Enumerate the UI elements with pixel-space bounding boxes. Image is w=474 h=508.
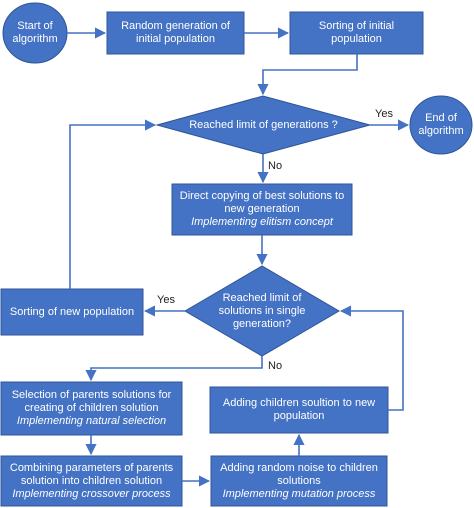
random-generation-label: Random generation of initial population [121, 20, 230, 45]
selection-box [0, 381, 183, 436]
solutions-limit-decision [184, 265, 340, 357]
sort-new-population-label: Sorting of new population [9, 305, 135, 318]
mutation-note: Implementing mutation process [222, 487, 376, 500]
sort-new-population-box [0, 288, 144, 336]
direct-copy-box [171, 183, 353, 236]
solutions-limit-label: Reached limit of solutions in single gen… [218, 291, 306, 330]
arrow-sort-to-decision [257, 54, 358, 96]
end-label: End of algorithm [418, 112, 464, 137]
arrow-decision-to-selection [85, 356, 263, 382]
yes-end-label: Yes [375, 108, 393, 120]
adding-children-box [209, 386, 389, 434]
random-generation-box [106, 11, 245, 55]
no-select-label: No [268, 360, 283, 372]
elitism-note: Implementing elitism concept [191, 216, 333, 228]
no-copy-label: No [268, 160, 283, 172]
sorting-initial-box [289, 11, 424, 55]
random-noise-label: Adding random noise to children solution… [220, 461, 378, 500]
crossover-note: Implementing crossover process [12, 487, 171, 500]
start-label: Start of algorithm [12, 20, 58, 45]
natural-selection-note: Implementing natural selection [16, 415, 167, 427]
arrow-sort-new-to-generation-decision [69, 119, 157, 289]
end-terminal [409, 95, 473, 155]
combining-box [0, 455, 183, 507]
direct-copy-label: Direct copying of best solutions to new … [179, 190, 345, 228]
yes-sort-label: Yes [157, 294, 175, 306]
adding-children-label: Adding children soultion to new populati… [222, 397, 376, 422]
sorting-initial-label: Sorting of initial population [318, 20, 395, 45]
combining-label: Combining parameters of parents solution… [9, 461, 174, 500]
generation-limit-label: Reached limit of generations ? [189, 118, 338, 131]
arrow-adding-to-solutions-decision [339, 305, 404, 411]
selection-label: Selection of parents solutions for creat… [11, 389, 172, 427]
